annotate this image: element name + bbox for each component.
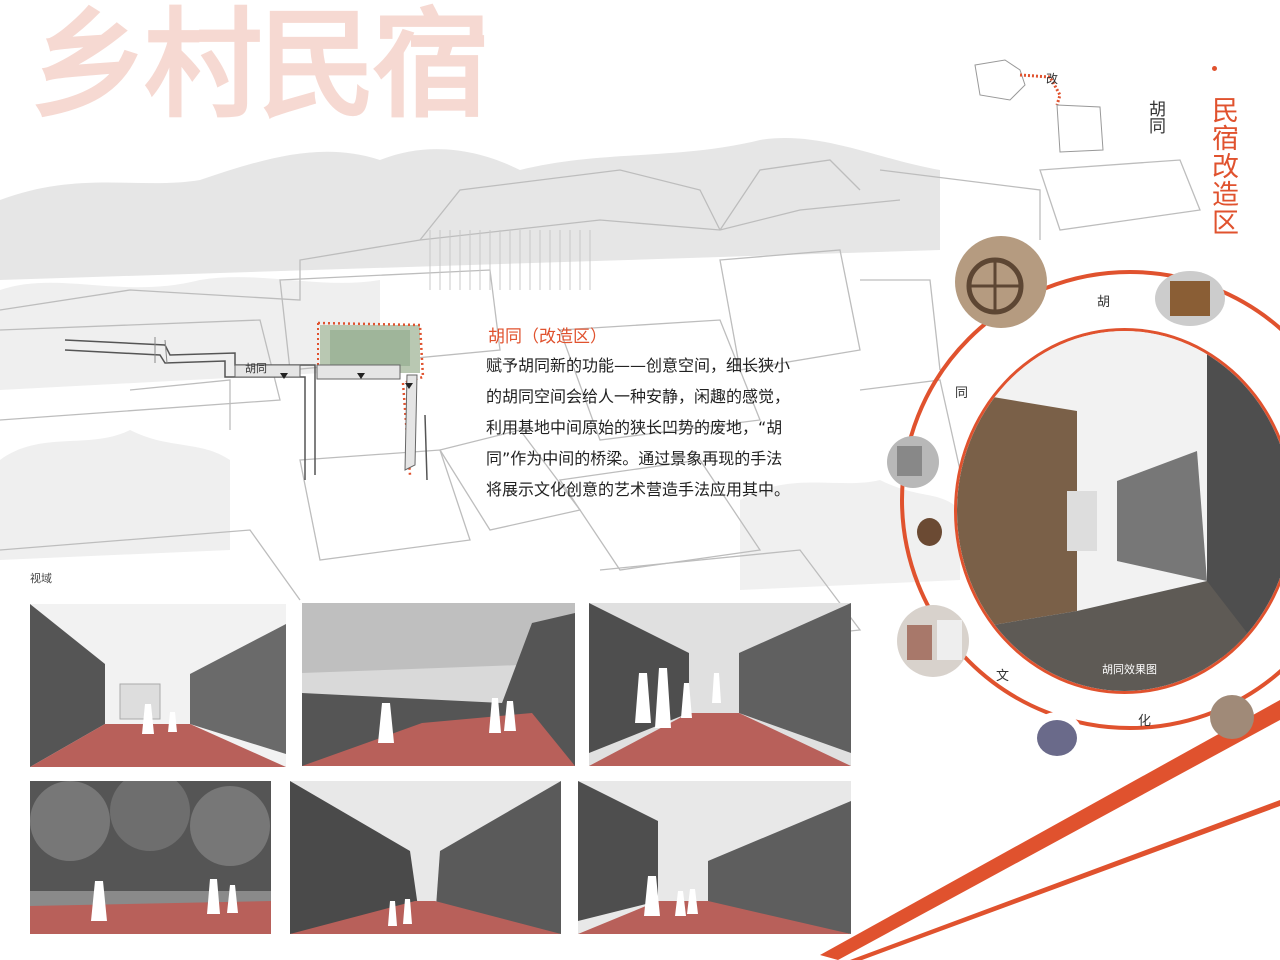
view-render-4 <box>30 781 271 934</box>
view-render-3 <box>589 603 851 766</box>
plan-hutong-label: 胡同 <box>245 362 267 375</box>
key-plan-label: 改 <box>1046 72 1059 86</box>
view-render-2 <box>302 603 575 766</box>
side-title-dot <box>1212 66 1217 71</box>
ring-char-tong: 同 <box>955 386 969 401</box>
courtyard-thumb <box>897 605 969 677</box>
section-heading: 胡同（改造区） <box>488 327 607 347</box>
hutong-effect-image <box>954 328 1280 694</box>
culture-ring <box>900 270 1280 730</box>
paragraph-line: 的胡同空间会给人一种安静，闲趣的感觉， <box>486 387 791 406</box>
wooden-box-thumb <box>1155 271 1225 326</box>
stone-texture-thumb <box>1210 695 1254 739</box>
paragraph-line: 赋予胡同新的功能——创意空间，细长狭小 <box>486 356 791 375</box>
effect-caption: 胡同效果图 <box>1102 663 1157 676</box>
side-subtitle: 胡同 <box>1145 100 1165 134</box>
paragraph-line: 利用基地中间原始的狭长凹势的废地，“胡 <box>486 418 783 437</box>
view-render-1 <box>30 604 286 767</box>
cart-wheel-thumb <box>955 236 1047 328</box>
paragraph-line: 将展示文化创意的艺术营造手法应用其中。 <box>486 480 791 499</box>
hutong-plan <box>64 321 428 481</box>
key-plan <box>974 59 1104 153</box>
ring-char-hu: 胡 <box>1097 295 1111 310</box>
door-thumb <box>917 518 942 546</box>
side-title: 民宿改造区 <box>1207 96 1238 236</box>
ring-char-hua: 化 <box>1138 714 1152 729</box>
alley-thumb <box>887 436 939 488</box>
view-render-5 <box>290 781 561 934</box>
poster-title: 乡村民宿 <box>30 0 490 134</box>
view-render-6 <box>578 781 851 934</box>
paragraph-line: 同”作为中间的桥梁。通过景象再现的手法 <box>486 449 783 468</box>
section-paragraph: 赋予胡同新的功能——创意空间，细长狭小 的胡同空间会给人一种安静，闲趣的感觉， … <box>486 350 866 505</box>
ceramic-jar-thumb <box>1031 712 1083 760</box>
village-sketch-background <box>0 137 1201 650</box>
views-label: 视域 <box>30 572 52 585</box>
ring-char-wen: 文 <box>996 669 1010 684</box>
